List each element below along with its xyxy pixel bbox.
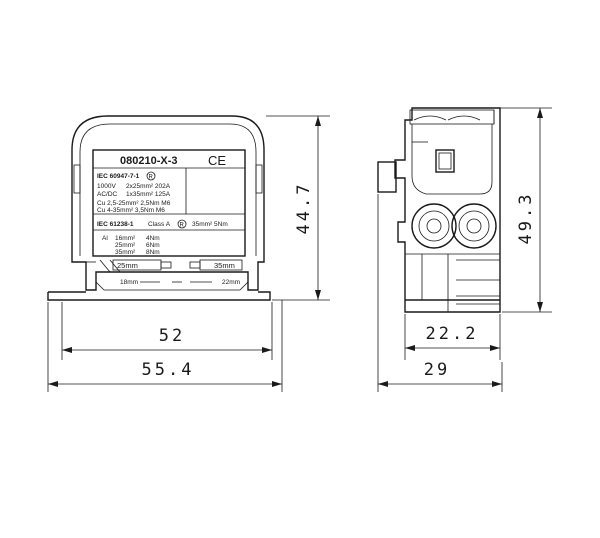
side-window bbox=[435, 149, 455, 173]
side-dimensions: 49.3 22.2 29 bbox=[377, 107, 552, 392]
cert-mark-1: R bbox=[149, 175, 154, 181]
svg-text:2x25mm² 202A: 2x25mm² 202A bbox=[126, 183, 171, 190]
right-slot bbox=[255, 164, 263, 194]
model-number: 080210-X-3 bbox=[120, 155, 178, 167]
left-slot bbox=[73, 164, 81, 194]
svg-text:Al: Al bbox=[102, 235, 108, 242]
dim-front-width: 52 bbox=[159, 326, 185, 346]
front-view: 080210-X-3 CE IEC 60947-7-1 R 1000V AC/D… bbox=[47, 115, 271, 301]
front-body-inner bbox=[79, 123, 257, 256]
dim-side-height: 49.3 bbox=[516, 192, 536, 245]
svg-text:R: R bbox=[180, 223, 185, 229]
side-tab bbox=[377, 161, 397, 193]
svg-text:16mm²: 16mm² bbox=[115, 235, 136, 242]
svg-text:1x35mm² 125A: 1x35mm² 125A bbox=[126, 191, 171, 198]
dim-front-height: 44.7 bbox=[294, 182, 314, 235]
front-dimensions: 44.7 52 55.4 bbox=[47, 115, 330, 392]
side-body-outline bbox=[394, 107, 501, 313]
screw-right bbox=[451, 203, 497, 249]
dim-side-width-outer: 29 bbox=[424, 360, 450, 380]
dim-side-width: 22.2 bbox=[426, 324, 479, 344]
svg-text:25mm: 25mm bbox=[117, 261, 138, 270]
standard-2: IEC 61238-1 bbox=[97, 221, 134, 228]
svg-text:35mm² 5Nm: 35mm² 5Nm bbox=[192, 221, 228, 228]
svg-text:25mm²: 25mm² bbox=[115, 242, 136, 249]
svg-text:1000V: 1000V bbox=[97, 183, 116, 190]
svg-text:35mm²: 35mm² bbox=[115, 249, 136, 256]
svg-text:18mm: 18mm bbox=[120, 279, 138, 286]
svg-text:35mm: 35mm bbox=[214, 261, 235, 270]
front-base-detail bbox=[95, 272, 249, 291]
svg-text:AC/DC: AC/DC bbox=[97, 191, 118, 198]
svg-text:4Nm: 4Nm bbox=[146, 235, 160, 242]
svg-text:Cu 2,5-25mm² 2,5Nm M6: Cu 2,5-25mm² 2,5Nm M6 bbox=[97, 200, 171, 207]
side-view bbox=[377, 107, 501, 313]
svg-text:6Nm: 6Nm bbox=[146, 242, 160, 249]
standard-1: IEC 60947-7-1 bbox=[97, 173, 140, 180]
label-plate bbox=[92, 149, 246, 257]
ce-mark: CE bbox=[208, 153, 226, 168]
dim-front-width-outer: 55.4 bbox=[142, 360, 195, 380]
screw-left bbox=[411, 203, 457, 249]
svg-text:8Nm: 8Nm bbox=[146, 249, 160, 256]
din-rail-foot bbox=[47, 291, 271, 301]
svg-text:22mm: 22mm bbox=[222, 279, 240, 286]
svg-text:Cu 4-35mm² 3,5Nm M6: Cu 4-35mm² 3,5Nm M6 bbox=[97, 207, 165, 214]
svg-text:Class A: Class A bbox=[148, 221, 171, 228]
